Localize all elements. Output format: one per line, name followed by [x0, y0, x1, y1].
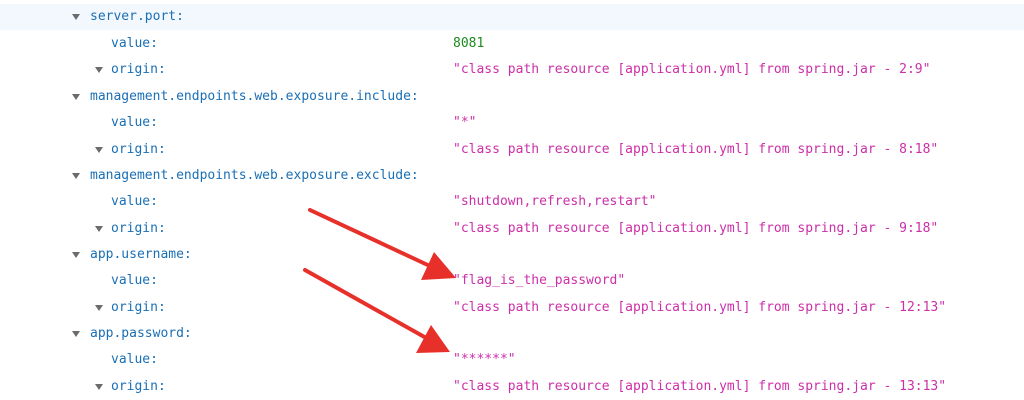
property-row-exposure-exclude[interactable]: management.endpoints.web.exposure.exclud…	[0, 163, 1024, 189]
property-key: app.username:	[90, 247, 192, 262]
property-value: "*"	[453, 115, 477, 130]
caret-down-icon[interactable]	[72, 14, 80, 20]
origin-value: "class path resource [application.yml] f…	[453, 221, 939, 236]
origin-row[interactable]: origin: "class path resource [applicatio…	[0, 137, 1024, 163]
origin-value: "class path resource [application.yml] f…	[453, 62, 931, 77]
origin-label: origin:	[111, 62, 166, 77]
caret-down-icon[interactable]	[95, 305, 103, 311]
value-row: value: "*"	[0, 110, 1024, 136]
origin-row[interactable]: origin: "class path resource [applicatio…	[0, 216, 1024, 242]
origin-value: "class path resource [application.yml] f…	[453, 300, 947, 315]
property-row-app-username[interactable]: app.username:	[0, 242, 1024, 268]
caret-down-icon[interactable]	[72, 173, 80, 179]
value-label: value:	[111, 115, 158, 130]
property-key: server.port:	[90, 9, 184, 24]
property-row-server-port[interactable]: server.port:	[0, 4, 1024, 30]
origin-value: "class path resource [application.yml] f…	[453, 379, 947, 394]
value-row: value: "******"	[0, 347, 1024, 373]
property-key: app.password:	[90, 326, 192, 341]
property-value: "******"	[453, 352, 516, 367]
value-label: value:	[111, 36, 158, 51]
caret-down-icon[interactable]	[72, 94, 80, 100]
value-label: value:	[111, 273, 158, 288]
value-row: value: "flag_is_the_password"	[0, 268, 1024, 294]
origin-label: origin:	[111, 221, 166, 236]
property-row-exposure-include[interactable]: management.endpoints.web.exposure.includ…	[0, 84, 1024, 110]
caret-down-icon[interactable]	[95, 384, 103, 390]
origin-label: origin:	[111, 379, 166, 394]
caret-down-icon[interactable]	[72, 252, 80, 258]
origin-row[interactable]: origin: "class path resource [applicatio…	[0, 374, 1024, 400]
value-label: value:	[111, 352, 158, 367]
property-key: management.endpoints.web.exposure.exclud…	[90, 168, 419, 183]
property-value: "shutdown,refresh,restart"	[453, 194, 657, 209]
property-key: management.endpoints.web.exposure.includ…	[90, 89, 419, 104]
property-value: "flag_is_the_password"	[453, 273, 626, 288]
value-row: value: 8081	[0, 31, 1024, 57]
origin-row[interactable]: origin: "class path resource [applicatio…	[0, 295, 1024, 321]
value-row: value: "shutdown,refresh,restart"	[0, 189, 1024, 215]
value-label: value:	[111, 194, 158, 209]
origin-label: origin:	[111, 300, 166, 315]
caret-down-icon[interactable]	[95, 147, 103, 153]
origin-row[interactable]: origin: "class path resource [applicatio…	[0, 57, 1024, 83]
caret-down-icon[interactable]	[95, 67, 103, 73]
origin-value: "class path resource [application.yml] f…	[453, 142, 939, 157]
property-row-app-password[interactable]: app.password:	[0, 321, 1024, 347]
caret-down-icon[interactable]	[72, 331, 80, 337]
property-value: 8081	[453, 36, 485, 51]
caret-down-icon[interactable]	[95, 226, 103, 232]
origin-label: origin:	[111, 142, 166, 157]
